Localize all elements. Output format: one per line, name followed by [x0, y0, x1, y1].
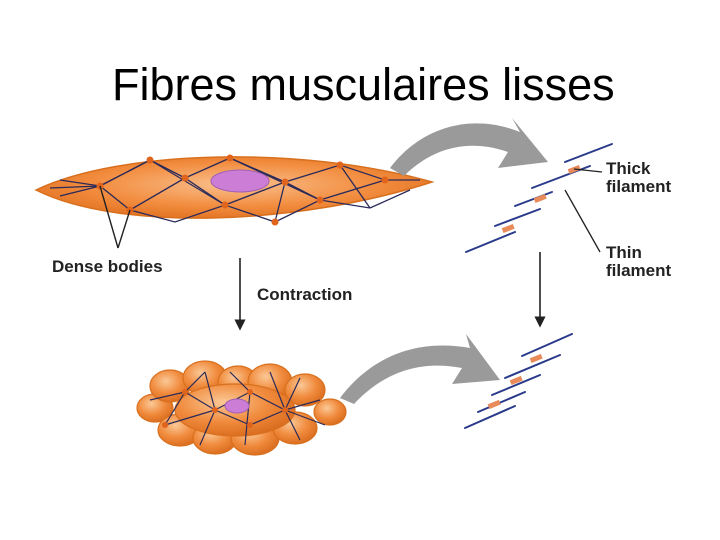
thin-filament-label-line1: Thin [606, 243, 642, 262]
contracted-muscle-cell [136, 360, 347, 456]
dense-bodies-contracted [162, 389, 288, 428]
zoom-arrow-bottom [340, 334, 500, 404]
contracted-filaments [464, 333, 573, 429]
thin-filament-3 [465, 231, 516, 253]
thick-filament-2 [494, 208, 541, 227]
relaxed-filaments [465, 143, 613, 253]
dense-bodies-label: Dense bodies [52, 257, 163, 276]
thick-filament-label: Thick filament [606, 159, 716, 197]
filament-pointer-lines [564, 168, 603, 253]
thin-filament-label-line2: filament [606, 261, 672, 281]
thick-filament-label-line2: filament [606, 177, 672, 197]
nucleus-contracted [224, 398, 250, 414]
relaxed-muscle-cell [34, 154, 435, 226]
dense-bodies-relaxed [96, 154, 389, 226]
zoom-arrow-top [390, 118, 548, 176]
contraction-label: Contraction [257, 285, 353, 304]
dense-bodies-pointer [99, 185, 131, 249]
contracted-filament-network [149, 371, 326, 446]
thin-filament-label: Thin filament [606, 243, 716, 281]
thick-filament-label-line1: Thick [606, 159, 651, 178]
thin-filament-1 [564, 143, 613, 163]
page-title: Fibres musculaires lisses [112, 59, 615, 110]
thin-filament-2 [514, 191, 553, 207]
nucleus-relaxed [210, 169, 270, 193]
